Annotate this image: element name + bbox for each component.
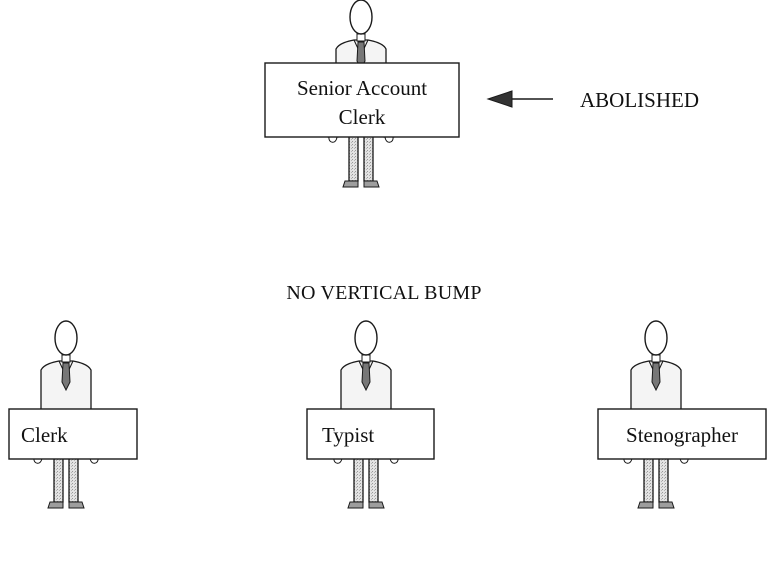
stenographer-sign-label: Stenographer xyxy=(626,423,738,447)
abolished-arrow-icon xyxy=(486,90,553,108)
bottom-figure-stenographer: Stenographer xyxy=(597,320,767,509)
typist-sign-box xyxy=(306,408,435,460)
top-sign-line-1: Senior Account xyxy=(297,76,427,100)
stenographer-sign-box xyxy=(597,408,767,460)
top-sign-line-2: Clerk xyxy=(339,105,386,129)
top-figure: Senior Account Clerk xyxy=(264,0,460,188)
top-sign-box xyxy=(264,62,460,138)
abolished-label: ABOLISHED xyxy=(580,88,699,112)
diagram-caption: NO VERTICAL BUMP xyxy=(286,282,481,304)
clerk-sign-box xyxy=(8,408,138,460)
bottom-figure-clerk: Clerk xyxy=(8,320,138,509)
typist-sign-label: Typist xyxy=(322,423,374,447)
clerk-sign-label: Clerk xyxy=(21,423,68,447)
bottom-figure-typist: Typist xyxy=(306,320,435,509)
